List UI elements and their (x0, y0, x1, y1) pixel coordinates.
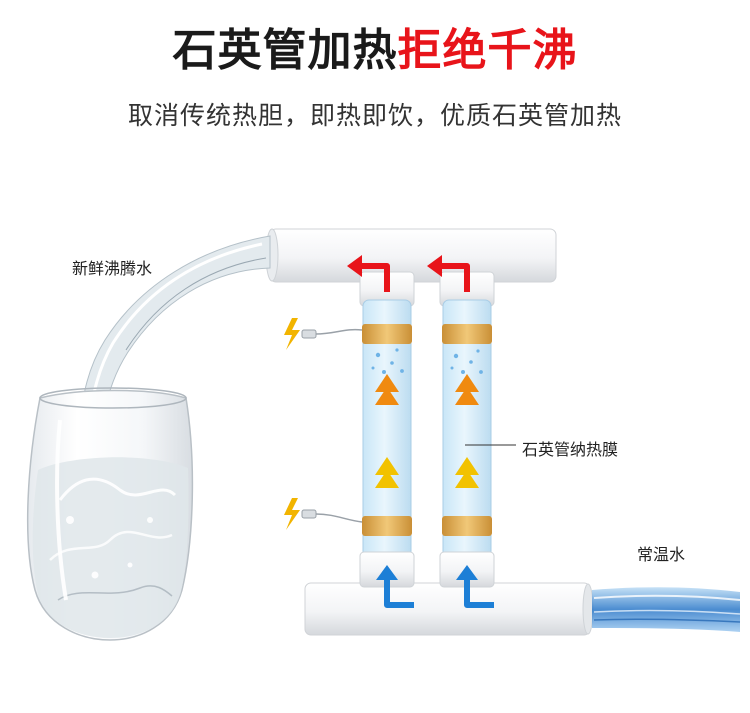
hot-water-arrow-icon (347, 255, 362, 277)
quartz-tube-left (359, 271, 415, 588)
headline-main: 石英管加热 (172, 25, 398, 76)
label-outlet: 新鲜沸腾水 (72, 259, 153, 278)
upflow-chevron-icon (455, 470, 479, 488)
hot-water-arrow-icon (427, 255, 442, 277)
upflow-chevron-icon (375, 457, 399, 475)
inlet-pipe (304, 582, 591, 636)
headline-highlight: 拒绝千沸 (397, 25, 578, 76)
hot-water-arrow-icon (442, 263, 470, 292)
upflow-chevron-icon (375, 470, 399, 488)
subtitle: 取消传统热胆，即热即饮，优质石英管加热 (127, 101, 622, 130)
upflow-chevron-icon (455, 387, 479, 405)
power-connector-upper (284, 318, 363, 350)
glass-icon (26, 387, 194, 641)
upflow-chevron-icon (375, 374, 399, 392)
cold-water-arrow-icon (464, 580, 494, 608)
upflow-chevron-icon (375, 387, 399, 405)
lightning-icon (284, 498, 300, 530)
inlet-pipe-mouth (582, 583, 594, 635)
cold-water-arrow-icon (384, 580, 414, 608)
label-film: 石英管纳热膜 (522, 440, 619, 459)
lightning-icon (284, 318, 300, 350)
upflow-chevron-icon (455, 457, 479, 475)
label-inlet: 常温水 (637, 545, 686, 564)
headline: 石英管加热拒绝千沸 (0, 14, 750, 78)
upflow-chevron-icon (455, 374, 479, 392)
power-connector-lower (284, 498, 363, 530)
quartz-tube-right (439, 271, 495, 588)
cold-water-arrow-icon (456, 565, 478, 580)
cold-water-arrow-icon (376, 565, 398, 580)
cold-water-stream (592, 587, 741, 632)
hot-water-arrow-icon (362, 263, 390, 292)
